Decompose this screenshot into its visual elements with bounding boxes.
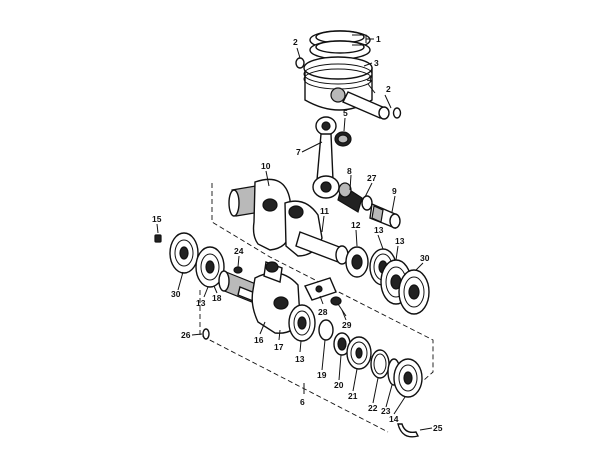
connecting-rod bbox=[312, 116, 340, 199]
callout-23: 23 bbox=[381, 406, 391, 416]
ring-19 bbox=[318, 319, 334, 341]
callout-29: 29 bbox=[342, 320, 352, 330]
callout-6: 6 bbox=[300, 397, 305, 407]
thrust-washer bbox=[361, 195, 373, 211]
callout-20: 20 bbox=[334, 380, 344, 390]
callout-labels: 1 2 2 3 4 5 6 7 8 9 10 11 12 13 13 13 13… bbox=[152, 34, 443, 433]
callout-7: 7 bbox=[296, 147, 301, 157]
callout-4: 4 bbox=[367, 74, 372, 84]
dowel-pin-15 bbox=[154, 234, 162, 243]
callout-28: 28 bbox=[318, 307, 328, 317]
shim-26 bbox=[202, 328, 210, 340]
circlip-right bbox=[392, 107, 402, 119]
callout-8: 8 bbox=[347, 166, 352, 176]
callout-24: 24 bbox=[234, 246, 244, 256]
circlip-left bbox=[295, 57, 305, 69]
alignment-line-upper bbox=[211, 183, 434, 389]
callout-26: 26 bbox=[181, 330, 191, 340]
callout-25: 25 bbox=[433, 423, 443, 433]
callout-5: 5 bbox=[343, 108, 348, 118]
crank-half-pto-side bbox=[218, 261, 301, 334]
plate-28 bbox=[304, 277, 337, 301]
callout-12: 12 bbox=[351, 220, 361, 230]
key-24 bbox=[233, 266, 243, 274]
callout-16: 16 bbox=[254, 335, 264, 345]
callout-18: 18 bbox=[212, 293, 222, 303]
alignment-line-lower bbox=[199, 290, 389, 433]
callout-13d: 13 bbox=[295, 354, 305, 364]
seal-30-right bbox=[398, 269, 430, 315]
bearing-13-left bbox=[195, 246, 225, 288]
callout-15: 15 bbox=[152, 214, 162, 224]
callout-13a: 13 bbox=[374, 225, 384, 235]
callout-27: 27 bbox=[367, 173, 377, 183]
callout-10: 10 bbox=[261, 161, 271, 171]
piston-pin bbox=[342, 91, 390, 120]
washer-22 bbox=[370, 349, 390, 379]
big-end-bearing bbox=[337, 182, 363, 213]
leader-lines bbox=[156, 34, 433, 431]
crank-half-mag-side bbox=[228, 178, 349, 265]
small-end-bearing bbox=[334, 131, 352, 147]
callout-9: 9 bbox=[392, 186, 397, 196]
bearing-14 bbox=[393, 358, 423, 398]
snap-ring-25 bbox=[397, 423, 420, 438]
callout-30a: 30 bbox=[420, 253, 430, 263]
callout-2b: 2 bbox=[386, 84, 391, 94]
callout-21: 21 bbox=[348, 391, 358, 401]
callout-19: 19 bbox=[317, 370, 327, 380]
callout-30b: 30 bbox=[171, 289, 181, 299]
callout-3: 3 bbox=[374, 58, 379, 68]
seal-21 bbox=[346, 336, 372, 370]
callout-22: 22 bbox=[368, 403, 378, 413]
callout-13c: 13 bbox=[196, 298, 206, 308]
seal-30-left bbox=[169, 232, 199, 274]
callout-14: 14 bbox=[389, 414, 399, 424]
callout-13b: 13 bbox=[395, 236, 405, 246]
bearing-12 bbox=[345, 246, 369, 278]
bearing-13-lower bbox=[288, 304, 316, 342]
callout-2a: 2 bbox=[293, 37, 298, 47]
callout-1: 1 bbox=[376, 34, 381, 44]
callout-11: 11 bbox=[320, 206, 329, 216]
crank-pin bbox=[369, 202, 401, 230]
callout-17: 17 bbox=[274, 342, 284, 352]
